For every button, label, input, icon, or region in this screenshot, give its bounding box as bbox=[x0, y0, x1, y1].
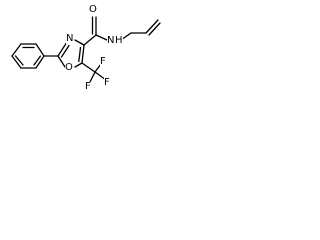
bond-phenyl-1 bbox=[11, 43, 22, 57]
bond-cf3-f-left bbox=[89, 71, 96, 83]
atom-oxazole-oxygen: O bbox=[65, 62, 73, 73]
molecule-structure bbox=[11, 16, 161, 83]
atom-oxazole-nitrogen: N bbox=[66, 33, 74, 44]
atom-amide-hydrogen: H bbox=[115, 35, 123, 46]
bond-c4-c5-double bbox=[78, 46, 82, 63]
bond-phenyl-3 bbox=[35, 43, 45, 57]
bond-ch-ch2-double bbox=[148, 22, 161, 36]
bond-c2-n3-double bbox=[60, 44, 70, 58]
bond-c4-c5 bbox=[81, 44, 85, 64]
bond-n3-c4 bbox=[74, 39, 85, 46]
bond-c2-n3 bbox=[57, 41, 68, 57]
bond-c4-carbonyl bbox=[83, 34, 97, 46]
bond-phenyl-double-2 bbox=[33, 55, 42, 66]
bond-phenyl-4 bbox=[35, 55, 45, 69]
bond-ch-ch2 bbox=[145, 19, 159, 34]
bond-c5-cf3 bbox=[81, 62, 96, 73]
atom-fluorine-top: F bbox=[100, 56, 106, 67]
atom-carbonyl-oxygen: O bbox=[89, 4, 97, 15]
atom-fluorine-left: F bbox=[85, 81, 91, 92]
bond-phenyl-double-3 bbox=[14, 55, 24, 66]
bond-c5-o1 bbox=[74, 62, 83, 68]
bond-phenyl-6 bbox=[11, 55, 22, 69]
bond-n-ch2 bbox=[120, 32, 132, 41]
atom-amide-nitrogen: N bbox=[107, 35, 115, 46]
bond-carbonyl-n bbox=[95, 34, 108, 41]
bond-o1-c2 bbox=[57, 55, 66, 68]
atom-fluorine-right: F bbox=[104, 77, 110, 88]
